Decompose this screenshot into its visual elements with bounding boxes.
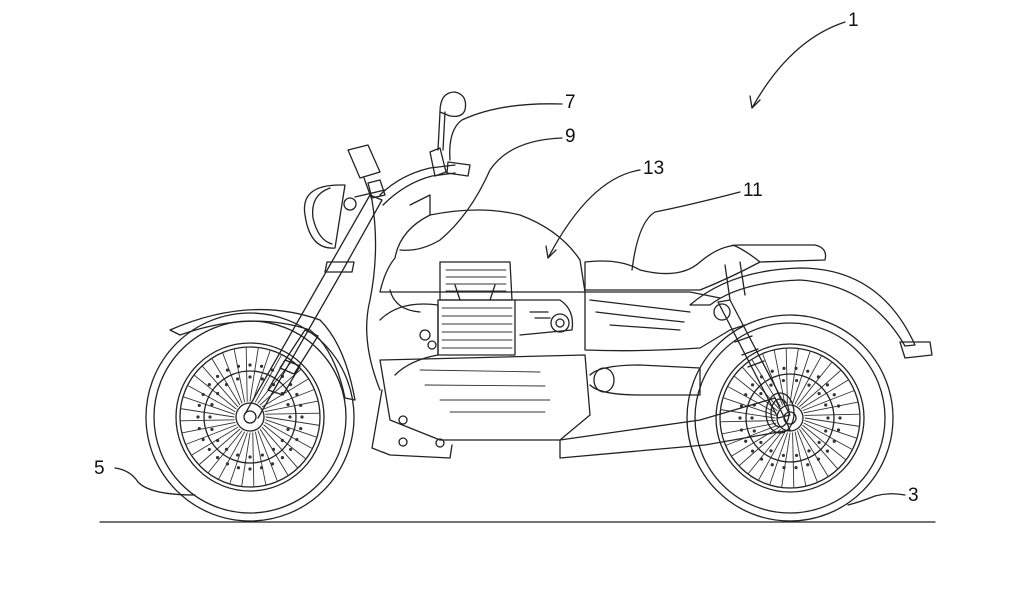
leader-lines xyxy=(114,21,906,506)
frame xyxy=(366,199,731,391)
ref-numeral-9: 9 xyxy=(565,126,576,147)
arrowhead-13 xyxy=(545,245,557,259)
front-fender xyxy=(169,308,356,401)
exhaust xyxy=(559,392,795,459)
ref-numeral-5: 5 xyxy=(94,458,105,479)
rear-shock xyxy=(713,299,791,419)
ref-numeral-1: 1 xyxy=(848,10,859,31)
leader-5 xyxy=(114,467,196,496)
leader-1 xyxy=(751,21,846,109)
rear-wheel xyxy=(686,314,894,522)
engine xyxy=(371,261,701,459)
ref-numeral-3: 3 xyxy=(908,485,919,506)
ref-numeral-11: 11 xyxy=(743,180,763,201)
front-wheel xyxy=(145,312,355,522)
leader-11 xyxy=(631,191,741,271)
leader-9 xyxy=(399,137,563,251)
leader-13 xyxy=(547,169,641,259)
ref-numeral-7: 7 xyxy=(565,92,576,113)
arrowhead-1 xyxy=(749,95,761,109)
ref-numeral-13: 13 xyxy=(643,158,664,179)
rear-fender xyxy=(689,261,933,359)
seat xyxy=(584,244,827,291)
leader-3 xyxy=(847,493,906,506)
fuel-tank xyxy=(379,194,586,313)
handlebar xyxy=(347,91,471,206)
leader-7 xyxy=(449,103,563,161)
